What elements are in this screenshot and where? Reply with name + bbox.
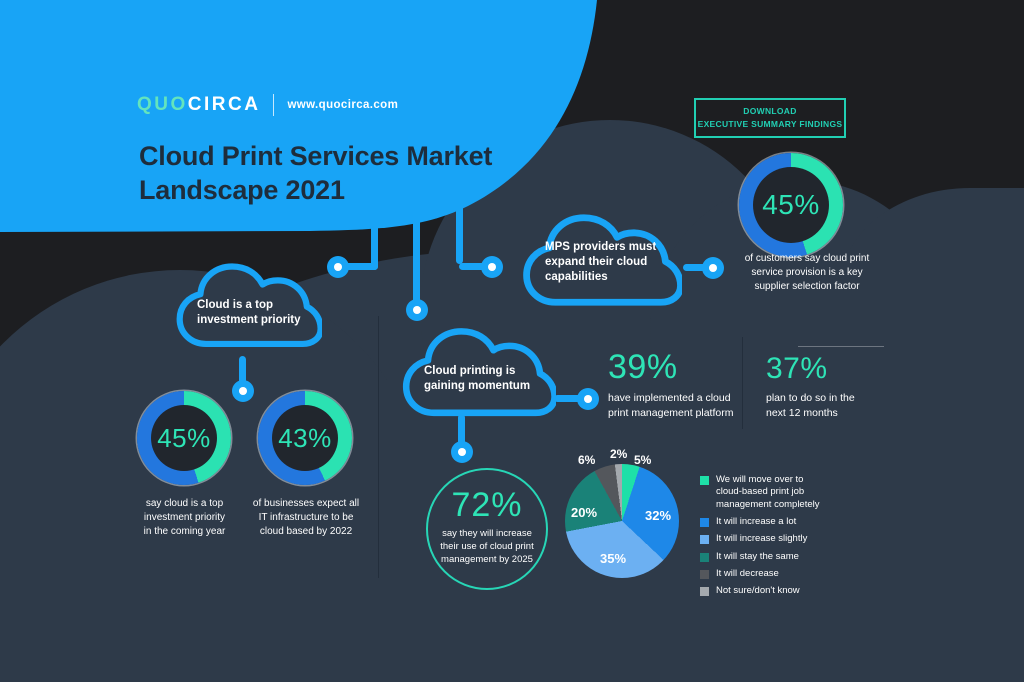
donut-hole: 45% [753, 167, 829, 243]
donut-hole: 45% [151, 405, 217, 471]
brand-bar: QUOCIRCA www.quocirca.com [137, 94, 398, 116]
connector-dot [327, 256, 349, 278]
download-executive-summary-button[interactable]: DOWNLOAD EXECUTIVE SUMMARY FINDINGS [694, 98, 846, 138]
cloud-outline [176, 263, 322, 348]
connector-dot [451, 441, 473, 463]
donut-value: 45% [762, 189, 820, 220]
quocirca-logo: QUOCIRCA [137, 94, 260, 116]
donut-cloud-infrastructure: 43% [258, 391, 352, 485]
stat-value: 72% [451, 486, 523, 524]
logo-divider [273, 94, 275, 116]
legend-label: We will move over to cloud-based print j… [716, 474, 820, 510]
caption-investment-priority: say cloud is a top investment priority i… [143, 498, 226, 538]
pie-label-increase-lot: 32% [645, 508, 672, 523]
cloud-outline [402, 328, 556, 417]
connector-line [239, 356, 246, 390]
donut-value: 43% [278, 422, 332, 453]
legend-swatch-stay-same [700, 552, 709, 562]
cloud-investment-label: Cloud is a top investment priority [197, 299, 301, 327]
section-divider-vertical [378, 316, 379, 578]
cloud-mps-providers: MPS providers must expand their cloud ca… [516, 210, 682, 316]
legend-swatch-increase-slightly [700, 535, 709, 545]
stat-caption: plan to do so in the next 12 months [766, 392, 855, 419]
legend-item: It will decrease [700, 568, 820, 580]
legend-swatch-decrease [700, 570, 709, 580]
connector-line [413, 196, 420, 306]
connector-line [458, 414, 465, 450]
stat-caption: say they will increase their use of clou… [440, 528, 534, 565]
legend-label: It will increase a lot [716, 516, 797, 528]
cloud-mps-label: MPS providers must expand their cloud ca… [545, 241, 657, 284]
stat-value: 39% [608, 348, 678, 386]
legend-label: Not sure/don't know [716, 585, 800, 597]
donut-supplier-selection: 45% [739, 153, 843, 257]
pie-chart-cloud-print-outlook [565, 464, 679, 578]
cloud-momentum-label: Cloud printing is gaining momentum [424, 365, 531, 393]
legend-item: We will move over to cloud-based print j… [700, 474, 820, 511]
connector-line [459, 263, 489, 270]
stat-circle-increase-2025: 72% say they will increase their use of … [426, 468, 548, 590]
stat-implemented-platform: 39% have implemented a cloud print manag… [608, 350, 758, 420]
pie-legend: We will move over to cloud-based print j… [700, 474, 820, 598]
donut-investment-priority: 45% [137, 391, 231, 485]
stat-caption: have implemented a cloud print managemen… [608, 392, 734, 419]
pie-label-stay-same: 20% [571, 505, 598, 520]
logo-part-circa: CIRCA [187, 94, 261, 115]
connector-line [683, 264, 709, 271]
stat-plan-12-months: 37% plan to do so in the next 12 months [766, 354, 886, 420]
legend-item: It will stay the same [700, 551, 820, 563]
connector-dot [481, 256, 503, 278]
pie-label-increase-slightly: 35% [600, 551, 627, 566]
pie-label-decrease: 6% [578, 453, 596, 467]
caption-cloud-infrastructure: of businesses expect all IT infrastructu… [252, 498, 360, 538]
cloud-investment-priority: Cloud is a top investment priority [170, 256, 322, 360]
donut-value: 45% [157, 422, 211, 453]
stat-divider-vertical [742, 337, 743, 429]
legend-item: It will increase a lot [700, 516, 820, 528]
pie-label-move-completely: 5% [634, 453, 652, 467]
connector-dot [577, 388, 599, 410]
legend-swatch-move-completely [700, 476, 709, 485]
connector-dot [406, 299, 428, 321]
connector-line [341, 263, 378, 270]
connector-dot [232, 380, 254, 402]
connector-line [554, 395, 582, 402]
website-link[interactable]: www.quocirca.com [287, 99, 399, 111]
legend-item: It will increase slightly [700, 533, 820, 545]
caption-supplier-selection: of customers say cloud print service pro… [744, 253, 870, 293]
legend-item: Not sure/don't know [700, 585, 820, 597]
legend-label: It will increase slightly [716, 533, 808, 545]
legend-swatch-notsure [700, 587, 709, 597]
cloud-printing-momentum: Cloud printing is gaining momentum [396, 324, 556, 426]
donut-hole: 43% [272, 405, 338, 471]
stat-divider-horizontal [798, 346, 884, 347]
pie-label-notsure: 2% [610, 447, 628, 461]
cloud-outline [523, 214, 682, 306]
legend-label: It will decrease [716, 568, 779, 580]
connector-dot [702, 257, 724, 279]
stat-value: 37% [766, 352, 828, 385]
page-title: Cloud Print Services Market Landscape 20… [139, 141, 493, 205]
legend-swatch-increase-lot [700, 518, 709, 528]
legend-label: It will stay the same [716, 550, 799, 562]
logo-part-quo: QUO [137, 94, 188, 115]
